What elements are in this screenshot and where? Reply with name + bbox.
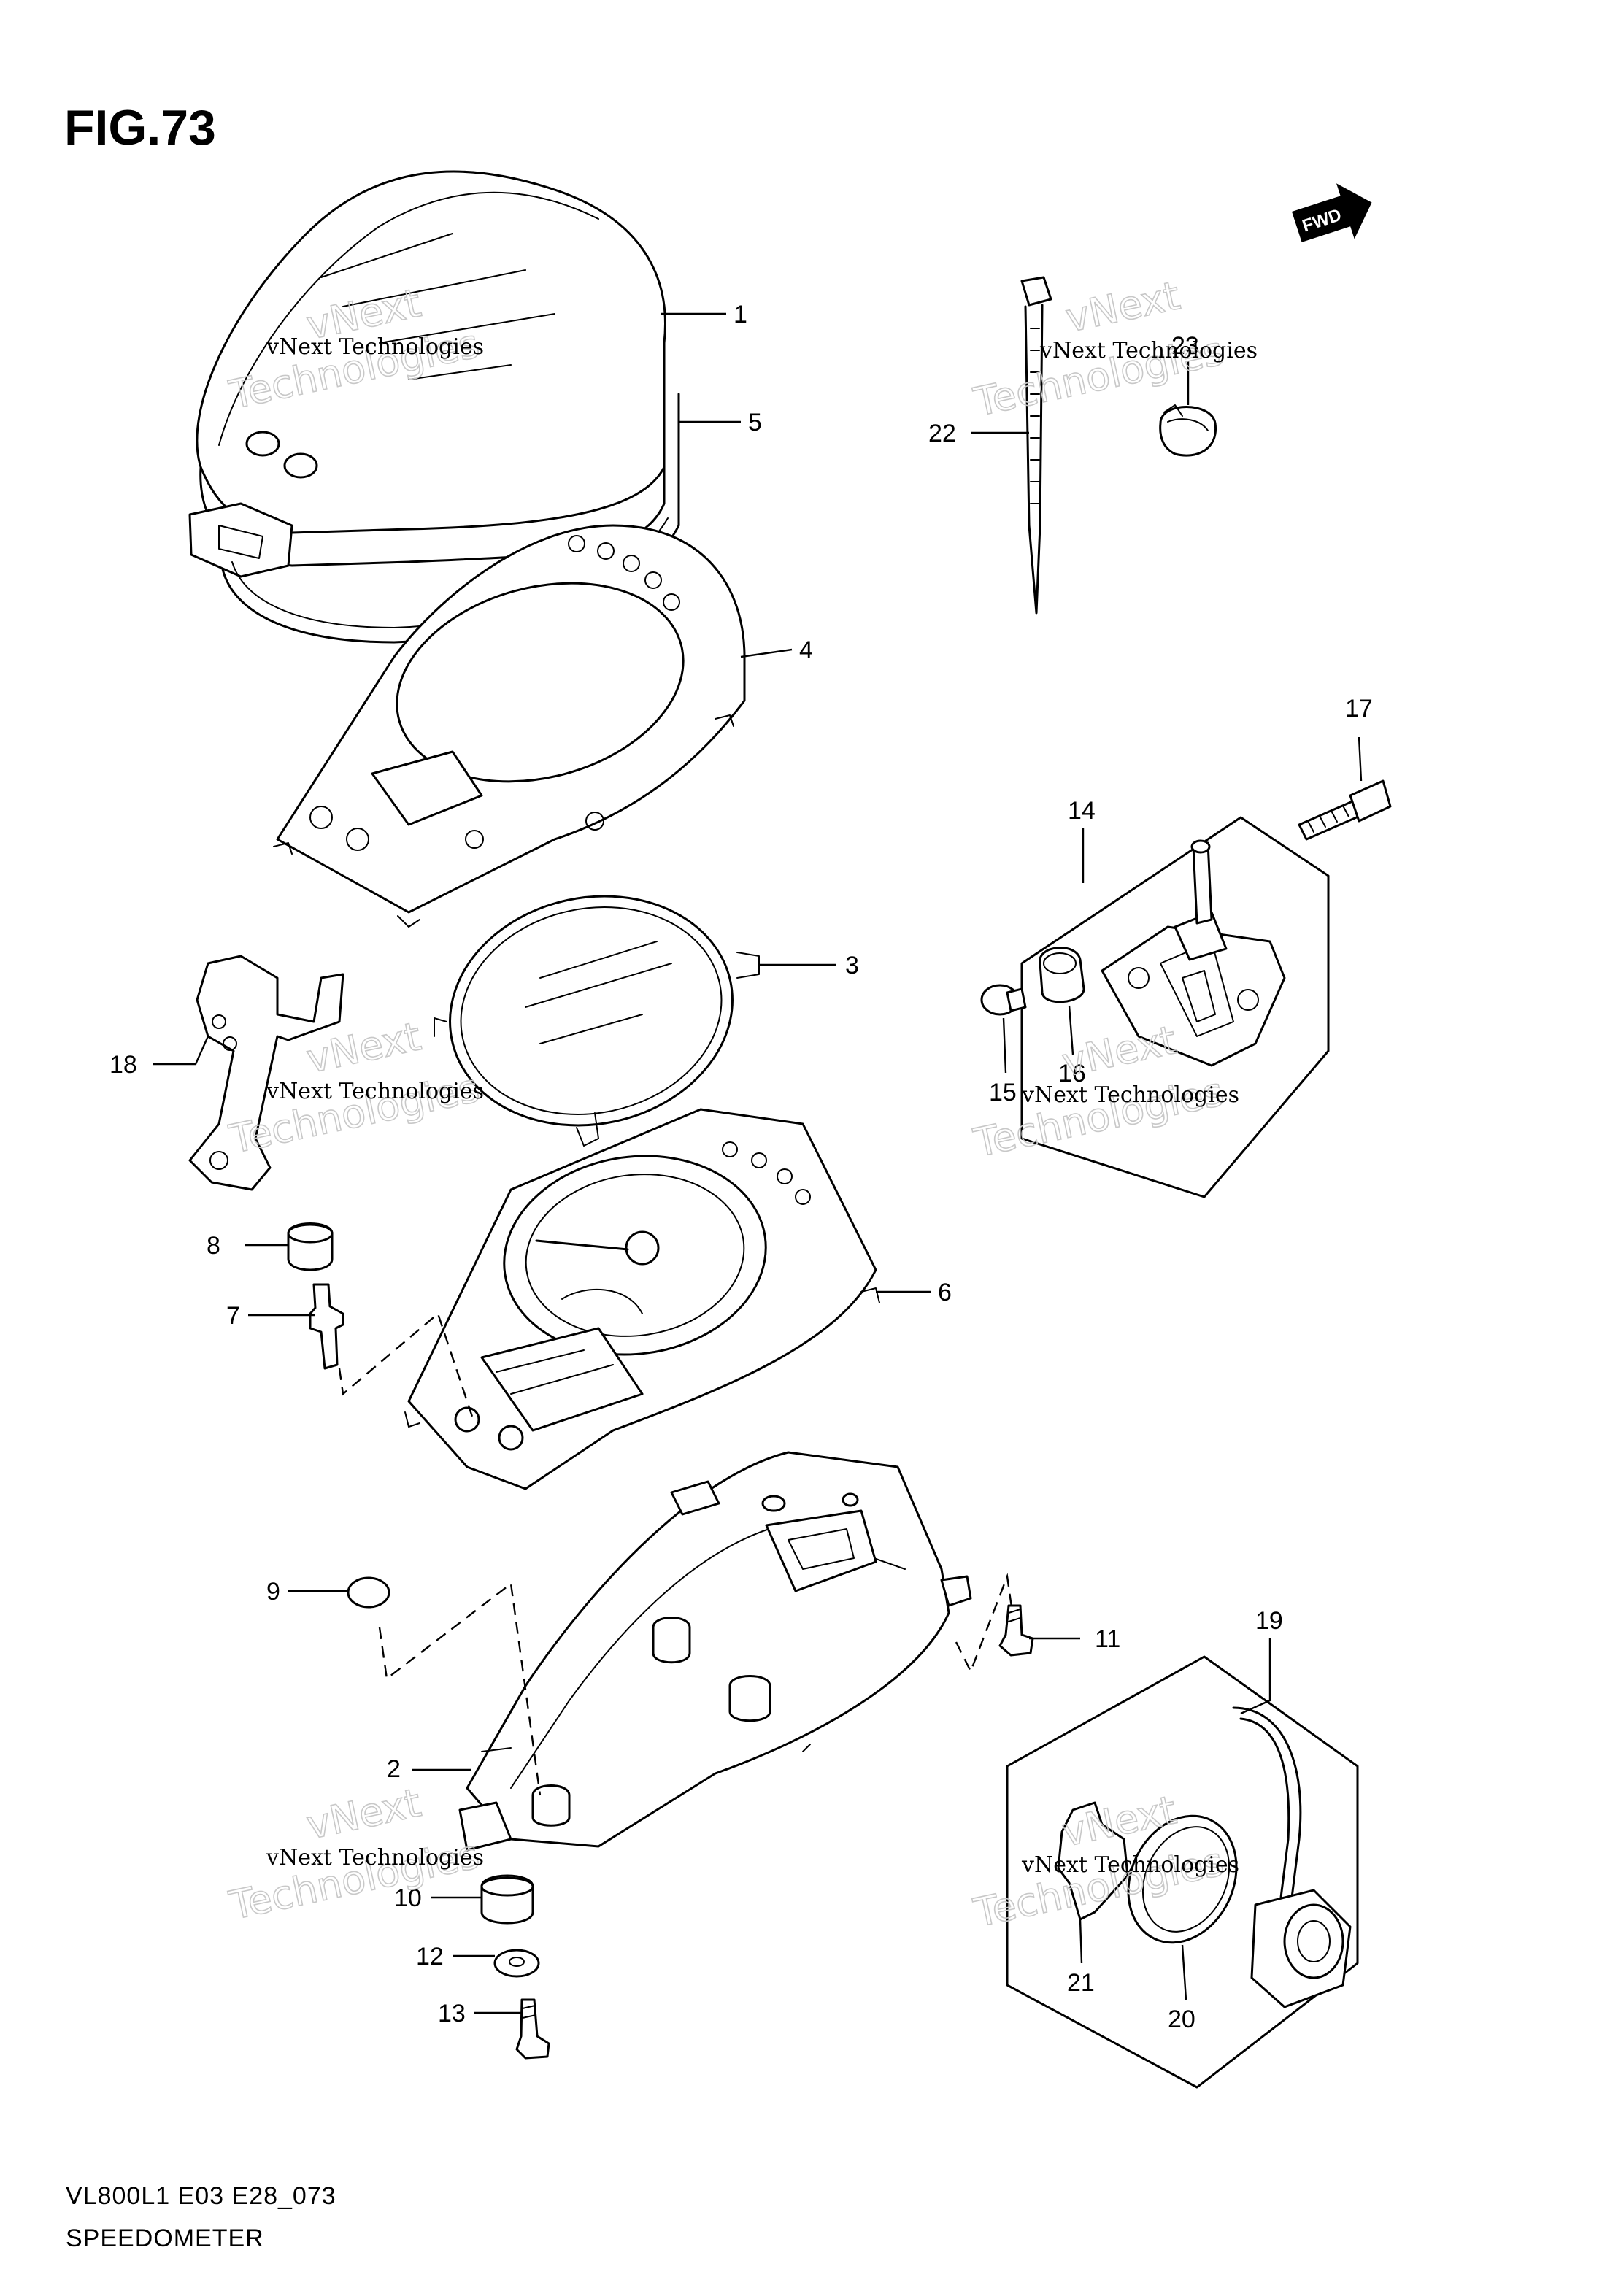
leader-18: [153, 1036, 209, 1066]
figure-label: FIG.73: [64, 100, 216, 155]
leader-20: [1181, 1944, 1187, 2000]
part-10-grommet: [480, 1874, 534, 1925]
part-12-washer: [493, 1949, 540, 1978]
callout-16: 16: [1058, 1060, 1086, 1087]
part-23-clamp: [1159, 404, 1217, 457]
callout-8: 8: [207, 1232, 220, 1260]
leader-17: [1358, 736, 1363, 782]
part-9-cap: [347, 1576, 390, 1609]
callout-1: 1: [734, 301, 747, 328]
part-6-meter-assembly: [404, 1108, 880, 1490]
leader-19: [1240, 1638, 1271, 1715]
callout-7: 7: [226, 1302, 240, 1330]
watermark-5: vNext Technologies vNext Technologies: [225, 1779, 484, 1929]
watermark-2-text: vNext Technologies: [1039, 338, 1258, 363]
callout-13: 13: [438, 2000, 466, 2027]
fwd-arrow-icon: FWD: [1292, 183, 1372, 242]
watermark-2-big: vNext: [1062, 272, 1184, 341]
part-22-cable-tie: [1020, 276, 1052, 615]
part-17-bolt: [1298, 779, 1392, 841]
callout-22: 22: [928, 420, 956, 447]
part-11-screw: [998, 1604, 1034, 1657]
assembly-line-11: [955, 1573, 1016, 1673]
part-1-outer-cover: [188, 170, 666, 578]
part-14-switch-group: [980, 816, 1330, 1198]
part-4-bezel-frame: [273, 524, 746, 928]
watermark-4-text: vNext Technologies: [1021, 1082, 1239, 1108]
watermark-4-big: vNext: [1058, 1017, 1180, 1085]
watermark-6-text: vNext Technologies: [1021, 1852, 1239, 1878]
leader-15: [1002, 1017, 1007, 1074]
callout-21: 21: [1067, 1969, 1095, 1997]
callout-9: 9: [266, 1578, 280, 1606]
callout-18: 18: [109, 1051, 137, 1079]
leader-4: [740, 648, 793, 658]
callout-2: 2: [387, 1755, 401, 1783]
part-13-screw: [515, 1998, 550, 2060]
leader-21: [1079, 1919, 1083, 1964]
callout-20: 20: [1168, 2006, 1195, 2033]
watermark-3-text: vNext Technologies: [266, 1079, 484, 1104]
callout-10: 10: [394, 1884, 422, 1912]
callout-17: 17: [1345, 695, 1373, 723]
watermark-2: vNext Technologies vNext Technologies: [969, 271, 1258, 425]
part-18-bracket: [188, 955, 344, 1191]
callout-23: 23: [1171, 332, 1199, 360]
part-2-case: [458, 1451, 972, 1852]
callout-11: 11: [1095, 1625, 1120, 1653]
callout-12: 12: [416, 1943, 444, 1971]
callout-6: 6: [938, 1279, 952, 1306]
leader-16: [1068, 1005, 1074, 1055]
callout-3: 3: [845, 952, 859, 979]
callout-5: 5: [748, 409, 762, 436]
model-code: VL800L1 E03 E28_073: [66, 2182, 336, 2210]
assembly-line-9: [378, 1582, 542, 1796]
watermark-5-text: vNext Technologies: [266, 1845, 484, 1871]
watermark-5-big: vNext: [303, 1779, 425, 1848]
part-8-grommet: [287, 1222, 334, 1271]
diagram-title: SPEEDOMETER: [66, 2224, 264, 2252]
callout-19: 19: [1255, 1607, 1283, 1635]
part-7-bulb: [309, 1283, 344, 1370]
watermark-1-text: vNext Technologies: [266, 334, 484, 360]
callout-14: 14: [1068, 797, 1096, 825]
part-19-sensor-group: [1006, 1655, 1359, 2089]
callout-15: 15: [989, 1079, 1017, 1106]
part-3-lens: [434, 895, 760, 1147]
callout-4: 4: [799, 636, 813, 664]
